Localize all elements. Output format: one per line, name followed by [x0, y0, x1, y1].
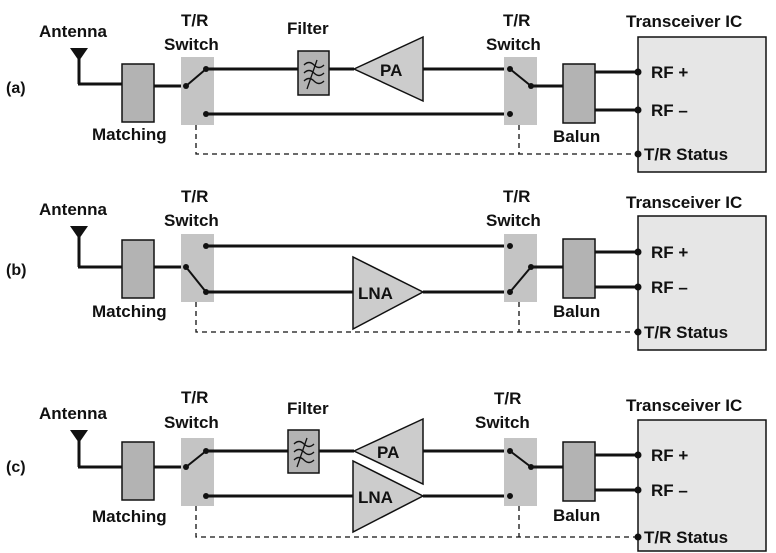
pa-label: PA — [377, 443, 399, 462]
balun-block — [562, 238, 596, 299]
tr-switch-left-label-1: T/R — [181, 187, 208, 206]
tr-control-line — [195, 125, 638, 155]
filter-block — [287, 429, 320, 474]
tr-switch-right — [504, 438, 537, 506]
panel-tag: (b) — [6, 262, 26, 279]
balun-block — [562, 63, 596, 124]
antenna-icon — [70, 48, 122, 86]
tr-control-line — [195, 506, 638, 538]
balun-label: Balun — [553, 127, 600, 146]
filter-block — [297, 50, 330, 96]
tr-switch-right-label-2: Switch — [486, 211, 541, 230]
matching-label: Matching — [92, 507, 167, 526]
tr-status-pin: T/R Status — [644, 528, 728, 547]
tr-switch-right — [504, 57, 537, 125]
tr-switch-left-label-2: Switch — [164, 35, 219, 54]
pa-label: PA — [380, 61, 402, 80]
filter-label: Filter — [287, 399, 329, 418]
transceiver-ic-label: Transceiver IC — [626, 193, 742, 212]
antenna-icon — [70, 226, 122, 269]
transceiver-ic — [637, 419, 767, 552]
tr-switch-left-label-1: T/R — [181, 388, 208, 407]
lna-label: LNA — [358, 284, 393, 303]
transceiver-ic — [637, 215, 767, 351]
antenna-icon — [70, 430, 122, 469]
antenna-label: Antenna — [39, 22, 108, 41]
tr-switch-right-label-1: T/R — [503, 11, 530, 30]
rf-plus-pin: RF + — [651, 243, 688, 262]
tr-switch-left-label-1: T/R — [181, 11, 208, 30]
filter-label: Filter — [287, 19, 329, 38]
panel-tag: (a) — [6, 80, 26, 97]
tr-status-pin: T/R Status — [644, 145, 728, 164]
tr-switch-right-label-2: Switch — [475, 413, 530, 432]
matching-block — [121, 441, 155, 501]
antenna-label: Antenna — [39, 404, 108, 423]
lna-amplifier — [352, 459, 425, 534]
antenna-label: Antenna — [39, 200, 108, 219]
rf-minus-pin: RF – — [651, 101, 688, 120]
balun-label: Balun — [553, 506, 600, 525]
tr-switch-right-label-1: T/R — [494, 389, 521, 408]
rf-minus-pin: RF – — [651, 278, 688, 297]
tr-switch-left-label-2: Switch — [164, 413, 219, 432]
matching-block — [121, 63, 155, 123]
matching-label: Matching — [92, 302, 167, 321]
transceiver-ic-label: Transceiver IC — [626, 396, 742, 415]
panel-tag: (c) — [6, 459, 26, 476]
rf-minus-pin: RF – — [651, 481, 688, 500]
panel-c: (c) Antenna Matching T/R Switch Filter — [6, 388, 767, 552]
tr-control-line — [195, 302, 638, 333]
balun-block — [562, 441, 596, 502]
panel-a: (a) Antenna Matching T/R Switch Fi — [6, 11, 767, 173]
balun-label: Balun — [553, 302, 600, 321]
tr-status-pin: T/R Status — [644, 323, 728, 342]
rf-plus-pin: RF + — [651, 446, 688, 465]
lna-label: LNA — [358, 488, 393, 507]
panel-b: (b) Antenna Matching T/R Switch LNA — [6, 187, 767, 351]
tr-switch-right — [504, 234, 537, 302]
tr-switch-right-label-1: T/R — [503, 187, 530, 206]
transceiver-ic — [637, 36, 767, 173]
tr-switch-right-label-2: Switch — [486, 35, 541, 54]
matching-block — [121, 239, 155, 299]
matching-label: Matching — [92, 125, 167, 144]
transceiver-ic-label: Transceiver IC — [626, 12, 742, 31]
lna-amplifier — [352, 255, 425, 331]
rf-plus-pin: RF + — [651, 63, 688, 82]
tr-switch-left-label-2: Switch — [164, 211, 219, 230]
